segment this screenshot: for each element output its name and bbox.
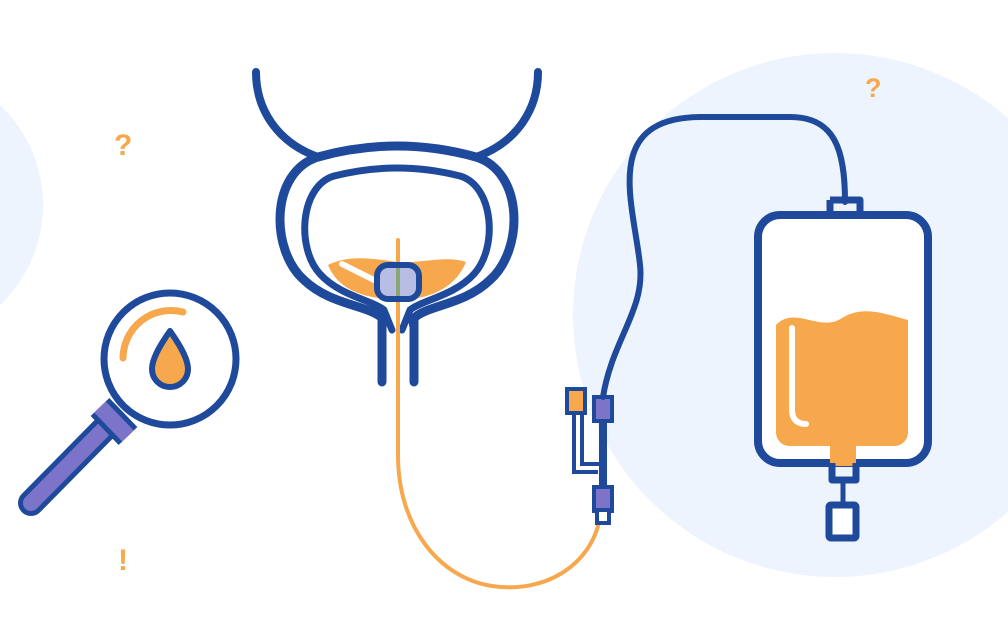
exclamation-mark: ! <box>118 546 128 576</box>
drainage-bag-urine <box>776 311 908 446</box>
catheter-connector <box>567 389 612 523</box>
magnifier-icon <box>31 293 236 503</box>
question-mark-left: ? <box>114 131 132 161</box>
question-mark-right: ? <box>865 75 882 102</box>
background-circle-left <box>0 67 43 343</box>
